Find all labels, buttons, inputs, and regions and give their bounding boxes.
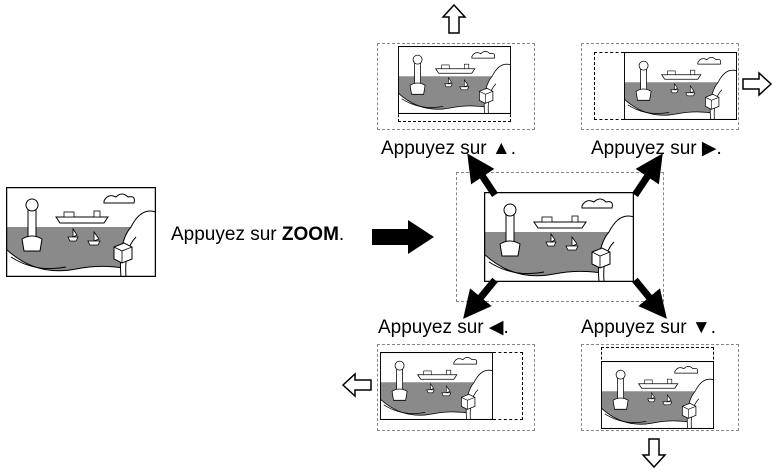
left-frame bbox=[377, 344, 535, 431]
right-viewport-marker bbox=[594, 52, 624, 120]
arrow-up-left-icon bbox=[467, 153, 498, 197]
scene-illustration-right bbox=[624, 52, 737, 120]
left-instruction: Appuyez sur ◀. bbox=[378, 317, 509, 338]
up-viewport-marker bbox=[398, 100, 511, 122]
zoom-suffix: . bbox=[338, 224, 345, 245]
down-frame bbox=[581, 344, 739, 431]
scene-illustration-left bbox=[380, 352, 493, 420]
scene-illustration-down bbox=[601, 361, 714, 429]
left-outline-arrow-icon bbox=[341, 372, 372, 398]
scene-illustration-original bbox=[6, 187, 156, 277]
up-frame bbox=[377, 43, 535, 130]
right-outline-arrow-icon bbox=[742, 71, 773, 97]
arrow-up-right-icon bbox=[632, 153, 663, 197]
original-scene bbox=[6, 187, 156, 277]
down-outline-arrow-icon bbox=[641, 438, 667, 469]
right-scene bbox=[624, 52, 737, 120]
arrow-down-right-icon bbox=[632, 277, 667, 319]
arrow-down-left-icon bbox=[463, 277, 498, 319]
up-outline-arrow-icon bbox=[441, 3, 467, 34]
up-instruction: Appuyez sur ▲. bbox=[381, 138, 516, 159]
center-frame bbox=[456, 172, 664, 302]
diagonal-arrows bbox=[463, 153, 667, 319]
left-scene bbox=[380, 352, 493, 420]
right-instruction: Appuyez sur ▶. bbox=[591, 138, 722, 159]
right-frame bbox=[581, 43, 739, 130]
left-viewport-marker bbox=[493, 352, 523, 420]
zoom-key: ZOOM bbox=[281, 224, 339, 245]
big-right-arrow-icon bbox=[372, 220, 434, 254]
zoom-instruction: Appuyez sur ZOOM. bbox=[171, 225, 344, 244]
down-scene bbox=[601, 361, 714, 429]
down-instruction: Appuyez sur ▼. bbox=[581, 317, 716, 338]
zoom-prefix: Appuyez sur bbox=[171, 224, 282, 245]
down-viewport-marker bbox=[601, 347, 714, 369]
